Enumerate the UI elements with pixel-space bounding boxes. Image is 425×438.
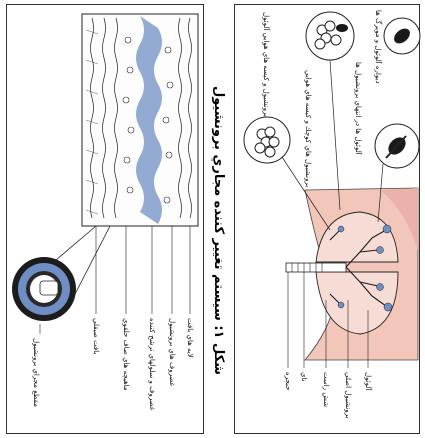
right-callout-right-lung: شش راست xyxy=(322,372,330,407)
zoom-line-top xyxy=(56,226,96,260)
right-callout-trachea: ناي xyxy=(300,372,308,382)
inset-circle-2 xyxy=(375,124,419,168)
inset-note-4: ديواره آلوئول و مويرگ ها xyxy=(374,10,382,84)
zoom-line-bottom xyxy=(72,226,110,300)
ring-label: مقطع مجراي برونشيول xyxy=(32,338,40,407)
left-callout-3: غضروف و سلولهاي ترشح كننده xyxy=(148,318,156,410)
inset-circle-4 xyxy=(384,18,420,54)
inset-note-1: برونشيول و كيسه هاي هوايي آلوئول xyxy=(262,12,270,117)
left-callout-2: ماهيچه هاي صاف حلقوي xyxy=(122,318,130,391)
right-callout-larynx: حنجره xyxy=(284,372,292,391)
bronchiole-ring xyxy=(12,257,76,321)
figure-title: شكل ۱: سيستم تغيير كننده مجاري برونشيول xyxy=(211,86,226,375)
inset-note-3: آلوئول ها در انتهاي برونشيول ها xyxy=(354,62,362,155)
left-callout-5: لايه هاي بافت xyxy=(186,318,194,358)
left-callout-4: غضروف هاي برونشيول xyxy=(168,318,176,386)
inset-circle-1 xyxy=(244,117,290,163)
right-callout-alveolus: آلوئول xyxy=(364,372,372,390)
right-callout-main-bronchiole: برونشيول اصلي xyxy=(344,372,352,418)
inset-circle-3 xyxy=(306,12,354,60)
inset-note-2: برونشيول هاي كوچك و كيسه هاي هوايي xyxy=(304,70,312,187)
left-callout-1: بافت صيقلي xyxy=(92,318,100,354)
